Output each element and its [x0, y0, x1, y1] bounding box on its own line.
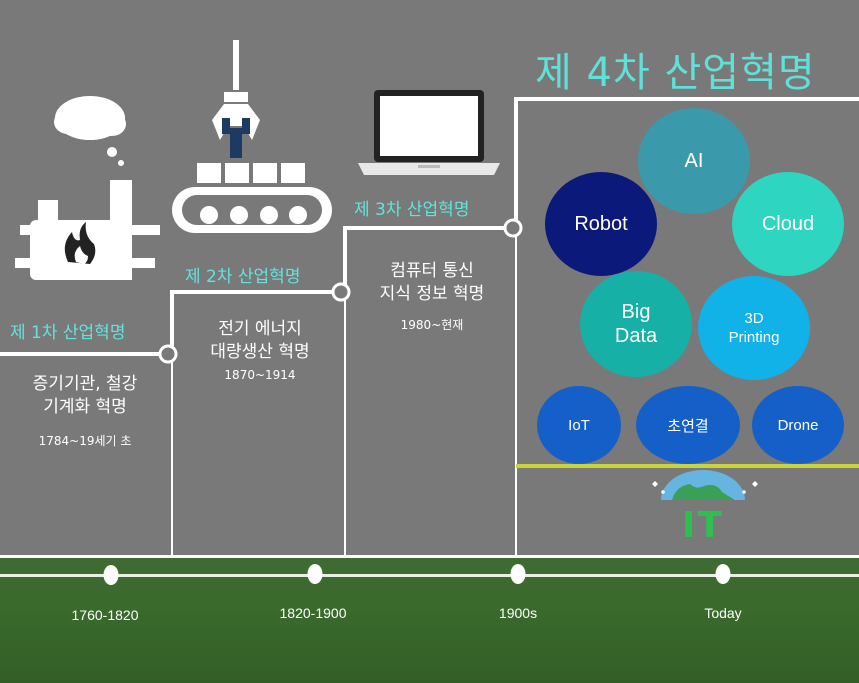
era1-description: 증기기관, 철강 기계화 혁명: [10, 373, 160, 419]
era2-years: 1870~1914: [224, 368, 296, 382]
globe-icon: [652, 470, 758, 500]
tech-robot: Robot: [545, 172, 657, 276]
staircase-line: [0, 40, 859, 555]
tech-3d-printing-line2: Printing: [728, 329, 780, 346]
tech-hyperconnectivity: 초연결: [636, 386, 740, 464]
era2-title: 제 2차 산업혁명: [185, 267, 301, 287]
tech-cloud: Cloud: [732, 172, 844, 276]
it-label: IT: [682, 505, 724, 546]
timeline-marker-1: [103, 565, 119, 585]
era2-desc-line1: 전기 에너지: [218, 319, 302, 339]
era3-description: 컴퓨터 통신 지식 정보 혁명: [352, 260, 512, 306]
era3-desc-line2: 지식 정보 혁명: [379, 284, 485, 304]
timeline-label-2: 1820-1900: [279, 605, 347, 621]
timeline-axis: [0, 574, 859, 577]
diagram-stage: 제 1차 산업혁명 증기기관, 철강 기계화 혁명 1784~19세기 초 제 …: [0, 40, 859, 555]
tech-3d-printing-line1: 3D: [744, 310, 764, 327]
tech-iot: IoT: [537, 386, 621, 464]
era1-desc-line1: 증기기관, 철강: [32, 374, 138, 394]
era1-title: 제 1차 산업혁명: [10, 323, 126, 343]
era1-desc-line2: 기계화 혁명: [43, 397, 127, 417]
timeline-label-4: Today: [704, 605, 742, 621]
era3-title: 제 3차 산업혁명: [354, 200, 470, 220]
era1-years: 1784~19세기 초: [38, 434, 132, 448]
era2-description: 전기 에너지 대량생산 혁명: [180, 318, 340, 364]
timeline-top-border: [0, 555, 859, 558]
timeline-marker-4: [715, 564, 731, 584]
fourth-revolution-title: 제 4차 산업혁명: [535, 50, 816, 96]
era3-years: 1980~현재: [400, 318, 464, 332]
timeline-label-3: 1900s: [498, 605, 538, 621]
timeline-bar: 1760-1820 1820-1900 1900s Today: [0, 555, 859, 683]
tech-big-data: Big Data: [580, 271, 692, 377]
laptop-icon: [358, 90, 500, 175]
tech-big-data-line1: Big: [621, 301, 651, 323]
tech-ai: AI: [638, 108, 750, 214]
factory-icon: [15, 96, 160, 280]
era3-desc-line1: 컴퓨터 통신: [390, 261, 474, 281]
timeline-marker-2: [307, 564, 323, 584]
era2-desc-line2: 대량생산 혁명: [210, 342, 310, 362]
tech-drone: Drone: [752, 386, 844, 464]
tech-big-data-line2: Data: [614, 325, 658, 347]
timeline-label-1: 1760-1820: [71, 607, 139, 623]
tech-3d-printing: 3D Printing: [698, 276, 810, 380]
timeline-marker-3: [510, 564, 526, 584]
robot-arm-icon: [172, 40, 332, 233]
